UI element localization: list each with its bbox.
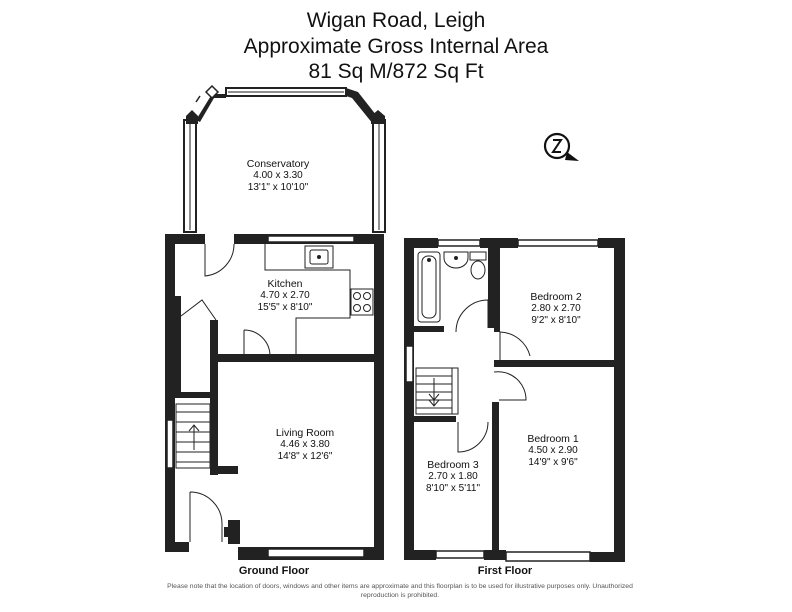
room-size-metric: 2.80 x 2.70 [531,303,581,314]
ground-stairs [175,403,211,469]
room-name: Conservatory [246,158,310,170]
room-size-metric: 2.70 x 1.80 [428,471,478,482]
first-floor-windows [405,239,599,562]
ground-floor-label: Ground Floor [238,565,310,577]
room-label-conservatory: Conservatory 4.00 x 3.30 13'1" x 10'10" [247,158,309,194]
room-label-bedroom-1: Bedroom 1 4.50 x 2.90 14'9" x 9'6" [527,433,578,469]
ground-floor-doors [180,243,271,542]
bath-icon [417,251,441,323]
first-floor-doors [455,299,531,453]
basin-icon [443,251,469,269]
room-name: Kitchen [267,278,303,290]
room-size-metric: 4.00 x 3.30 [253,170,303,181]
first-floor-label: First Floor [477,565,533,577]
conservatory-walls [183,84,386,233]
address-title: Wigan Road, Leigh [306,9,486,32]
ground-floor-windows [166,235,365,558]
first-stairs [415,367,459,415]
room-label-bedroom-2: Bedroom 2 2.80 x 2.70 9'2" x 8'10" [530,291,581,327]
room-label-kitchen: Kitchen 4.70 x 2.70 15'5" x 8'10" [258,278,313,314]
room-label-living-room: Living Room 4.46 x 3.80 14'8" x 12'6" [276,427,334,463]
room-size-imperial: 9'2" x 8'10" [531,315,581,326]
room-name: Living Room [275,427,335,439]
room-size-metric: 4.70 x 2.70 [260,290,310,301]
first-floor-plan [404,238,625,562]
room-size-imperial: 14'9" x 9'6" [528,457,578,468]
room-size-metric: 4.46 x 3.80 [280,439,330,450]
room-size-imperial: 13'1" x 10'10" [247,182,309,193]
ground-floor-plan [165,84,386,560]
hob-icon [350,288,374,316]
area-caption: Approximate Gross Internal Area [243,35,549,58]
toilet-icon [469,251,487,280]
room-size-imperial: 14'8" x 12'6" [277,451,333,462]
room-name: Bedroom 3 [427,459,479,471]
first-floor-walls [404,238,625,562]
room-size-metric: 4.50 x 2.90 [528,445,578,456]
kitchen-sink-icon [304,245,334,269]
room-name: Bedroom 1 [527,433,579,445]
area-value: 81 Sq M/872 Sq Ft [308,60,484,83]
room-size-imperial: 8'10" x 5'11" [425,483,481,494]
room-size-imperial: 15'5" x 8'10" [257,302,313,313]
north-compass-icon [543,132,579,161]
disclaimer-text: Please note that the location of doors, … [167,583,633,599]
room-name: Bedroom 2 [530,291,582,303]
room-label-bedroom-3: Bedroom 3 2.70 x 1.80 8'10" x 5'11" [426,459,480,495]
